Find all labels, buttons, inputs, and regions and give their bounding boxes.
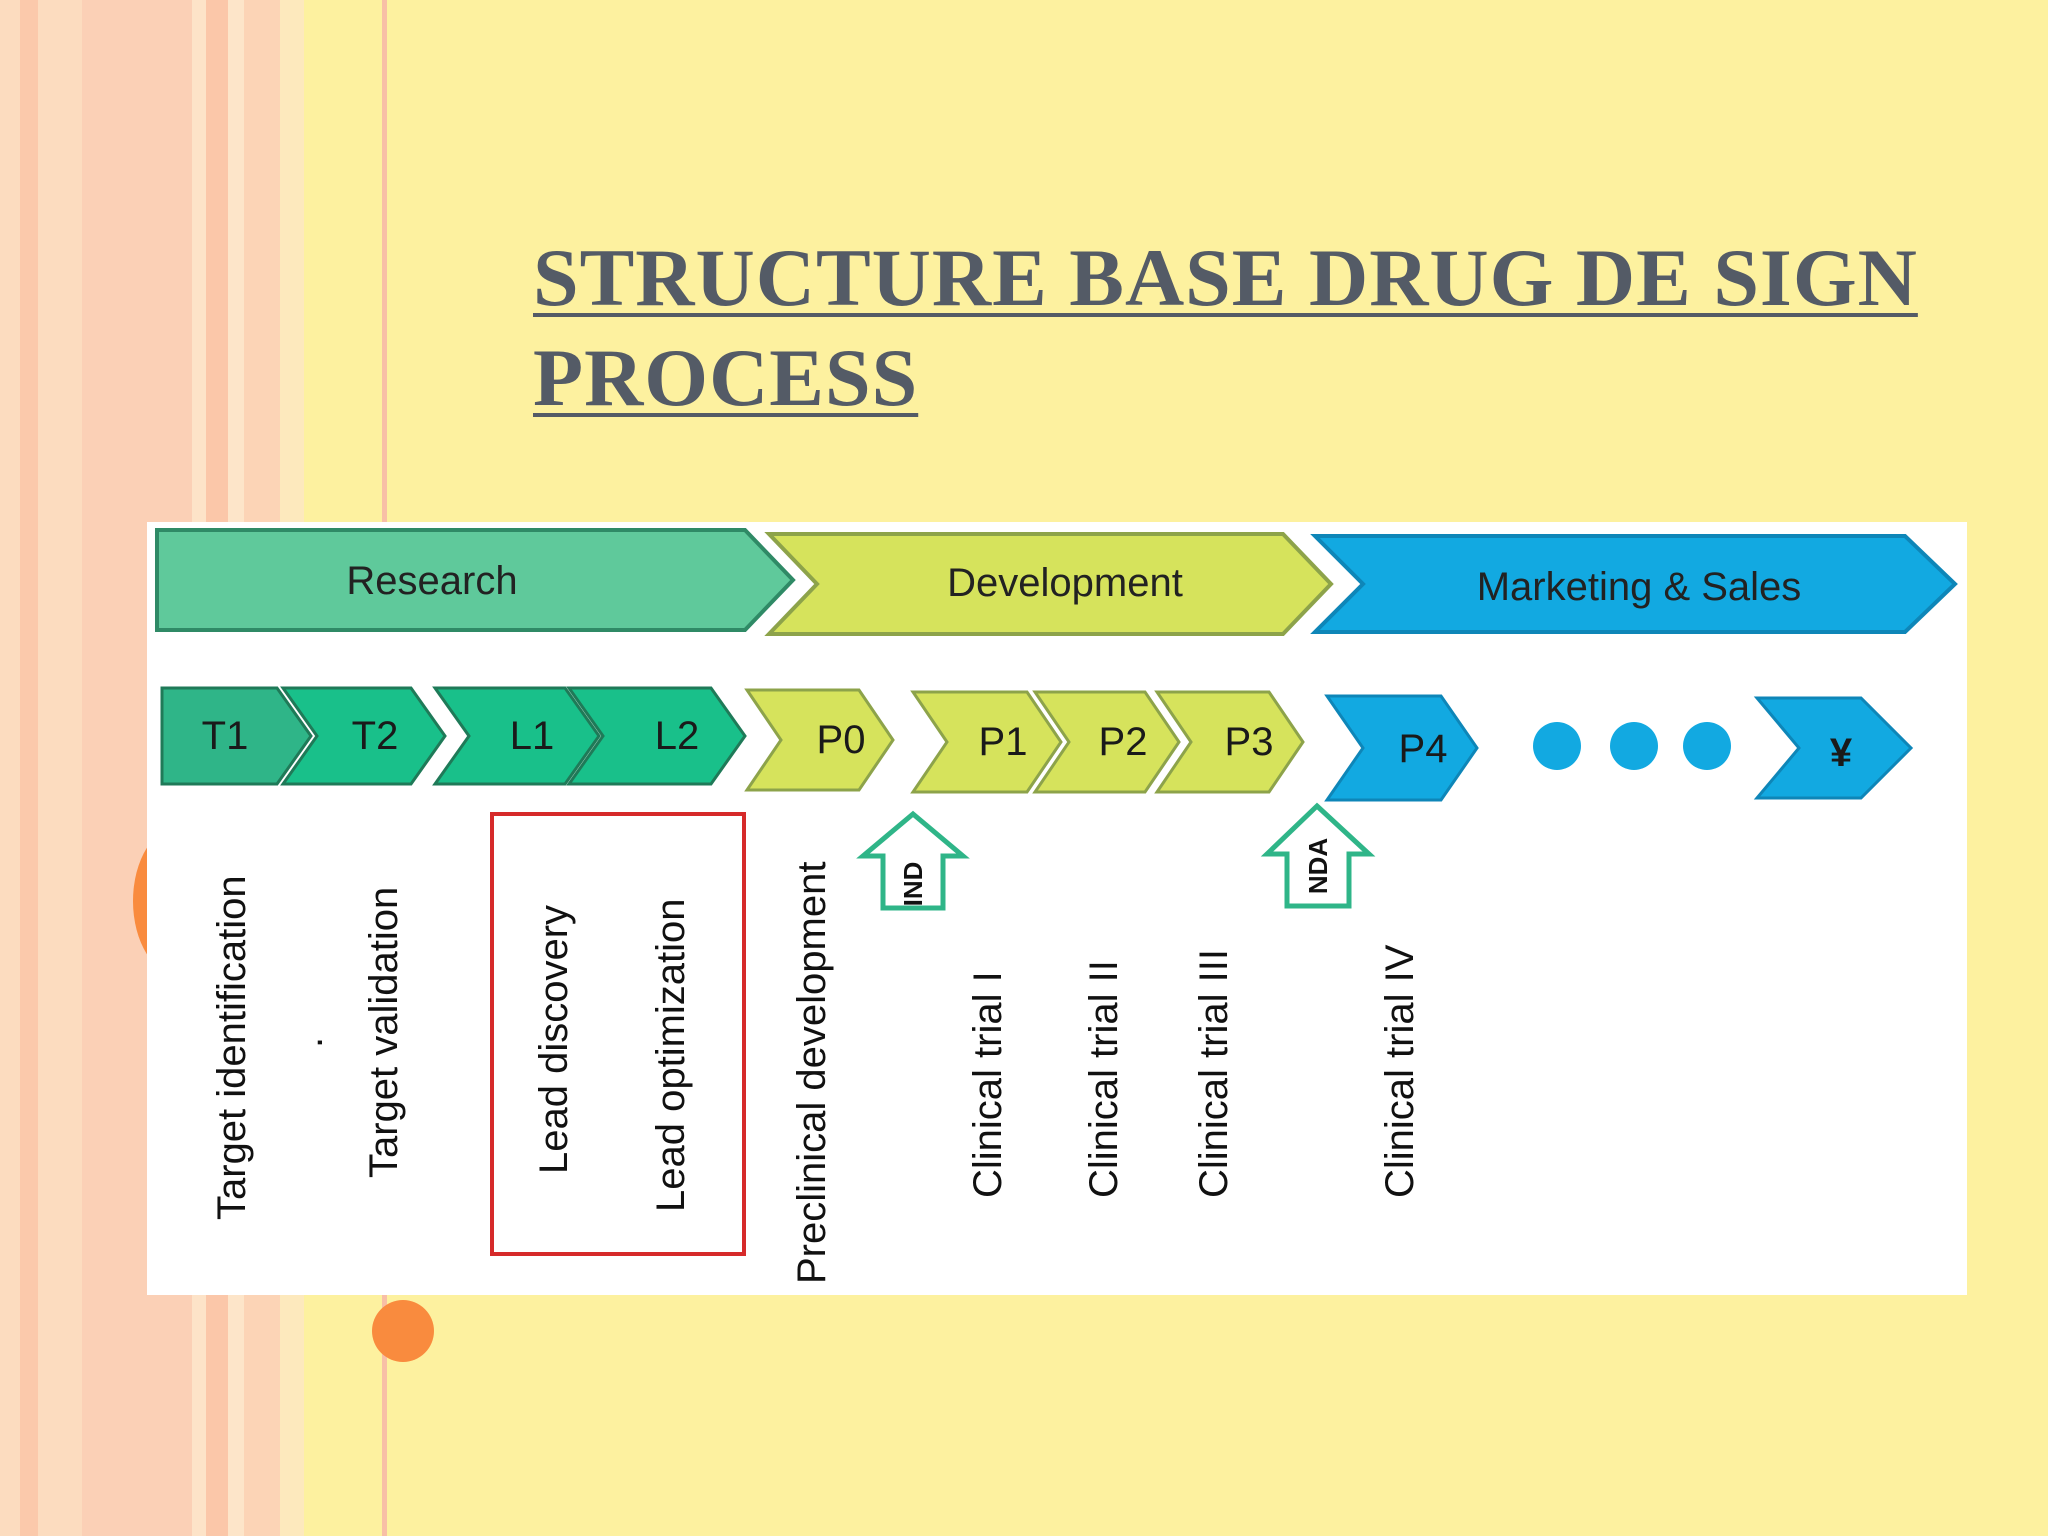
step-p1-label: P1 (979, 720, 1028, 764)
milestone-ind-arrow (856, 810, 970, 911)
stage-target-validation: Target validation (362, 887, 406, 1178)
continuation-dots (1533, 722, 1731, 770)
decorative-circle (372, 1300, 434, 1362)
step-p2-shape (1032, 690, 1181, 794)
step-l2: L2 (566, 686, 747, 786)
step-p1-shape (910, 690, 1063, 794)
step-l2-label: L2 (655, 714, 700, 758)
step-t2-shape (280, 686, 447, 786)
step-t1: T1 (160, 686, 313, 786)
step-l1-label: L1 (510, 714, 555, 758)
stage-lead-optimization: Lead optimization (649, 898, 693, 1212)
step-l2-shape (566, 686, 747, 786)
milestone-ind: IND (856, 810, 970, 911)
step-p0-shape (744, 688, 895, 792)
stage-separator-dot: . (287, 1037, 331, 1048)
drug-design-process-diagram: Research Development Marketing & Sales T… (147, 522, 1967, 1295)
step-t2: T2 (280, 686, 447, 786)
step-p3-shape (1154, 690, 1305, 794)
decorative-stripe (0, 0, 82, 1536)
continuation-dot (1683, 722, 1731, 770)
milestone-ind-label: IND (898, 862, 928, 907)
phase-development-shape (764, 532, 1334, 636)
step-p4-shape (1324, 694, 1479, 802)
lead-highlight-box (490, 812, 746, 1256)
step-p3: P3 (1154, 690, 1305, 794)
step-t2-label: T2 (352, 714, 399, 758)
phase-development: Development (764, 532, 1334, 636)
milestone-nda: NDA (1260, 802, 1376, 909)
step-t1-label: T1 (202, 714, 249, 758)
step-p2: P2 (1032, 690, 1181, 794)
phase-marketing: Marketing & Sales (1310, 534, 1958, 634)
process-diagram-canvas: Research Development Marketing & Sales T… (155, 528, 1958, 1284)
phase-research-shape (155, 528, 796, 632)
stage-target-identification: Target identification (210, 875, 254, 1220)
continuation-dot (1533, 722, 1581, 770)
stage-clinical-trial-4: Clinical trial IV (1378, 944, 1422, 1198)
milestone-nda-label: NDA (1303, 838, 1333, 895)
phase-research-label: Research (346, 559, 517, 603)
step-t1-shape (160, 686, 313, 786)
step-revenue-shape (1753, 696, 1914, 800)
step-p4: P4 (1324, 694, 1479, 802)
phase-marketing-label: Marketing & Sales (1477, 565, 1802, 609)
phase-research: Research (155, 528, 796, 632)
step-p0: P0 (744, 688, 895, 792)
continuation-dot (1610, 722, 1658, 770)
step-p4-label: P4 (1399, 727, 1448, 771)
step-l1-shape (432, 686, 601, 786)
step-l1: L1 (432, 686, 601, 786)
phase-development-label: Development (947, 561, 1183, 605)
milestone-nda-arrow (1260, 802, 1376, 909)
stage-clinical-trial-2: Clinical trial II (1082, 960, 1126, 1198)
step-revenue: ¥ (1753, 696, 1914, 800)
step-p0-label: P0 (817, 718, 866, 762)
stage-preclinical-development: Preclinical development (790, 862, 834, 1284)
slide-title: STRUCTURE BASE DRUG DE SIGN PROCESS (533, 232, 1918, 423)
step-revenue-label: ¥ (1830, 731, 1853, 775)
stage-lead-discovery: Lead discovery (532, 905, 576, 1174)
decorative-stripe (20, 0, 38, 1536)
step-p1: P1 (910, 690, 1063, 794)
step-p2-label: P2 (1099, 720, 1148, 764)
phase-marketing-shape (1310, 534, 1958, 634)
step-p3-label: P3 (1225, 720, 1274, 764)
stage-clinical-trial-3: Clinical trial III (1192, 949, 1236, 1198)
stage-clinical-trial-1: Clinical trial I (966, 971, 1010, 1198)
